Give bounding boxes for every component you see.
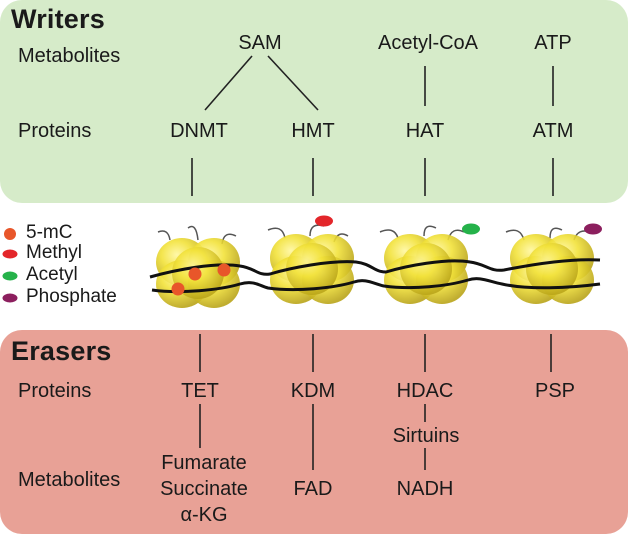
dna-strand <box>149 258 601 279</box>
nucleosome-2 <box>267 224 354 304</box>
metabolite-atp: ATP <box>534 32 572 54</box>
metabolite-acetyl-coa: Acetyl-CoA <box>377 32 479 54</box>
protein-dnmt: DNMT <box>170 120 228 142</box>
legend-marker-phosphate <box>2 293 18 303</box>
metabolite-succinate: Succinate <box>160 478 248 500</box>
writers-row-proteins: Proteins <box>18 120 92 142</box>
mark-5mc <box>188 267 202 281</box>
mark-methyl <box>315 215 333 227</box>
writers-panel <box>0 0 628 203</box>
erasers-row-metabolites: Metabolites <box>18 469 121 491</box>
erasers-panel <box>0 330 628 534</box>
legend-label-5mc: 5-mC <box>26 222 73 243</box>
metabolite-sam: SAM <box>238 32 282 54</box>
legend-label-acetyl: Acetyl <box>26 264 78 285</box>
legend-marker-methyl <box>2 249 18 259</box>
legend-label-phosphate: Phosphate <box>26 286 117 307</box>
mark-5mc <box>171 282 185 296</box>
metabolite-alpha-kg: α-KG <box>180 504 228 526</box>
protein-hmt: HMT <box>291 120 335 142</box>
erasers-connectors <box>199 334 552 470</box>
metabolite-nadh: NADH <box>396 478 454 500</box>
protein-tet: TET <box>181 380 219 402</box>
legend-label-methyl: Methyl <box>26 242 82 263</box>
protein-sirtuins: Sirtuins <box>392 425 460 447</box>
protein-atm: ATM <box>532 120 574 142</box>
metabolite-fad: FAD <box>293 478 333 500</box>
nucleosome-4 <box>505 227 594 304</box>
protein-hdac: HDAC <box>396 380 454 402</box>
protein-psp: PSP <box>534 380 576 402</box>
metabolite-fumarate: Fumarate <box>161 452 247 474</box>
dna-strand-lower <box>151 277 601 294</box>
legend-marker-acetyl <box>2 271 18 281</box>
protein-hat: HAT <box>405 120 445 142</box>
writers-row-metabolites: Metabolites <box>18 45 121 67</box>
mark-phosphate <box>584 223 602 235</box>
erasers-title: Erasers <box>11 336 112 366</box>
mark-5mc <box>217 263 231 277</box>
protein-kdm: KDM <box>290 380 336 402</box>
writers-title: Writers <box>11 4 105 34</box>
erasers-row-proteins: Proteins <box>18 380 92 402</box>
mark-acetyl <box>462 223 480 235</box>
writers-connectors <box>191 55 554 196</box>
legend-marker-5mc <box>4 228 16 240</box>
